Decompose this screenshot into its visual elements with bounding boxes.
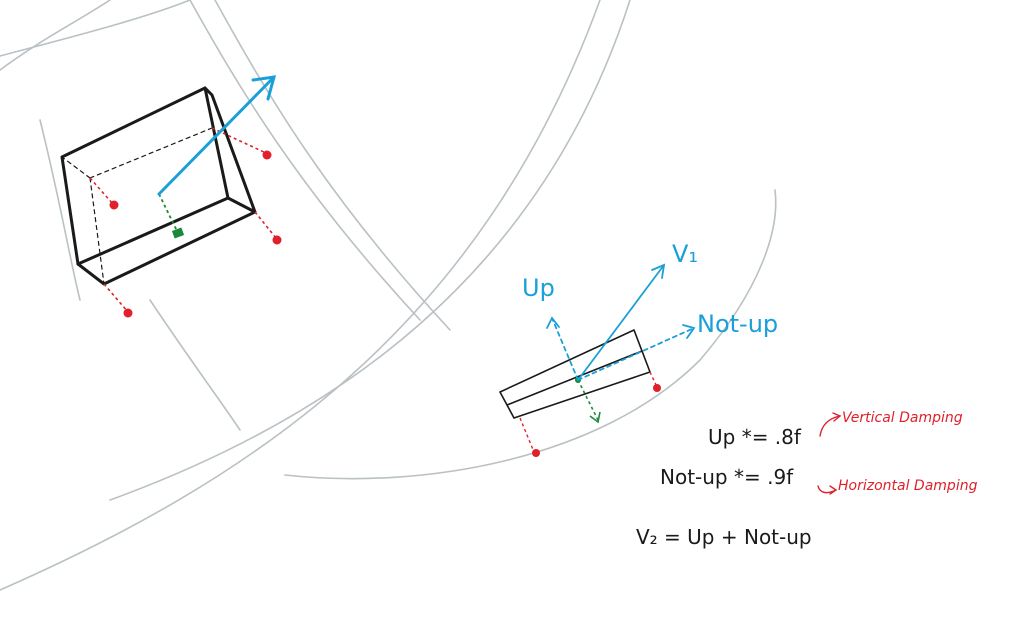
left-contacts [89,127,277,313]
annotation-arrows [817,412,842,495]
box-flat-midline [506,350,643,406]
annotation-horizontal-damping: Horizontal Damping [838,478,978,494]
up-vector [551,317,579,381]
contact-point-1 [262,150,272,160]
curve-left-faint [39,119,81,301]
contact-point-2 [109,200,119,210]
vertical-damping-arrow-head [832,412,842,422]
curve-big-arc-inner [109,0,631,501]
horizontal-damping-arrow-head [829,485,838,495]
curve-right-valley [284,189,777,480]
right-contacts [519,371,658,453]
label-v1: V₁ [672,240,698,268]
left-velocity-arrow [157,75,277,196]
curve-slope-2 [214,0,451,331]
left-green-drop [158,193,179,234]
contact-line-2 [89,177,114,205]
not-up-arrow-head [682,324,696,339]
v1-vector [577,264,665,381]
right-contact-line-1 [519,417,535,453]
right-contact-point-1 [532,449,540,457]
left-arrow-shaft [157,75,276,196]
label-up: Up [522,274,555,302]
curve-slope-1 [189,0,421,321]
v1-arrow-head [651,263,666,279]
left-arrow-head [251,75,277,101]
left-contact-points [109,150,282,318]
equation-v2: V₂ = Up + Not-up [636,525,812,549]
box-flat-outline [499,329,651,419]
surface-curves [0,0,777,591]
contact-line-3 [254,211,277,239]
contact-line-1 [211,127,267,154]
curve-left-sweep [0,0,191,57]
right-green-normal [577,379,601,424]
contact-line-4 [103,283,129,313]
curve-top-left [0,0,111,71]
annotation-vertical-damping: Vertical Damping [842,410,963,426]
right-contact-point-2 [653,384,661,392]
equation-not-up: Not-up *= .9f [660,465,794,489]
up-arrow-head [546,316,560,329]
not-up-vector [577,327,695,381]
label-not-up: Not-up [697,310,778,338]
curve-lower-left [149,299,241,431]
equation-up: Up *= .8f [708,425,802,449]
box-bottom-edge [76,210,257,286]
contact-point-3 [272,235,282,245]
box-right-face [203,86,257,214]
vertical-damping-arrow [819,415,841,437]
box-flat [499,329,651,419]
right-green-head [589,411,601,424]
contact-point-4 [123,308,133,318]
box-hidden-edges [61,127,213,285]
right-green-line [577,379,599,421]
right-vectors [546,263,696,381]
box-3d [60,86,257,286]
left-green-point [171,227,185,239]
curve-big-arc-outer [0,0,601,591]
